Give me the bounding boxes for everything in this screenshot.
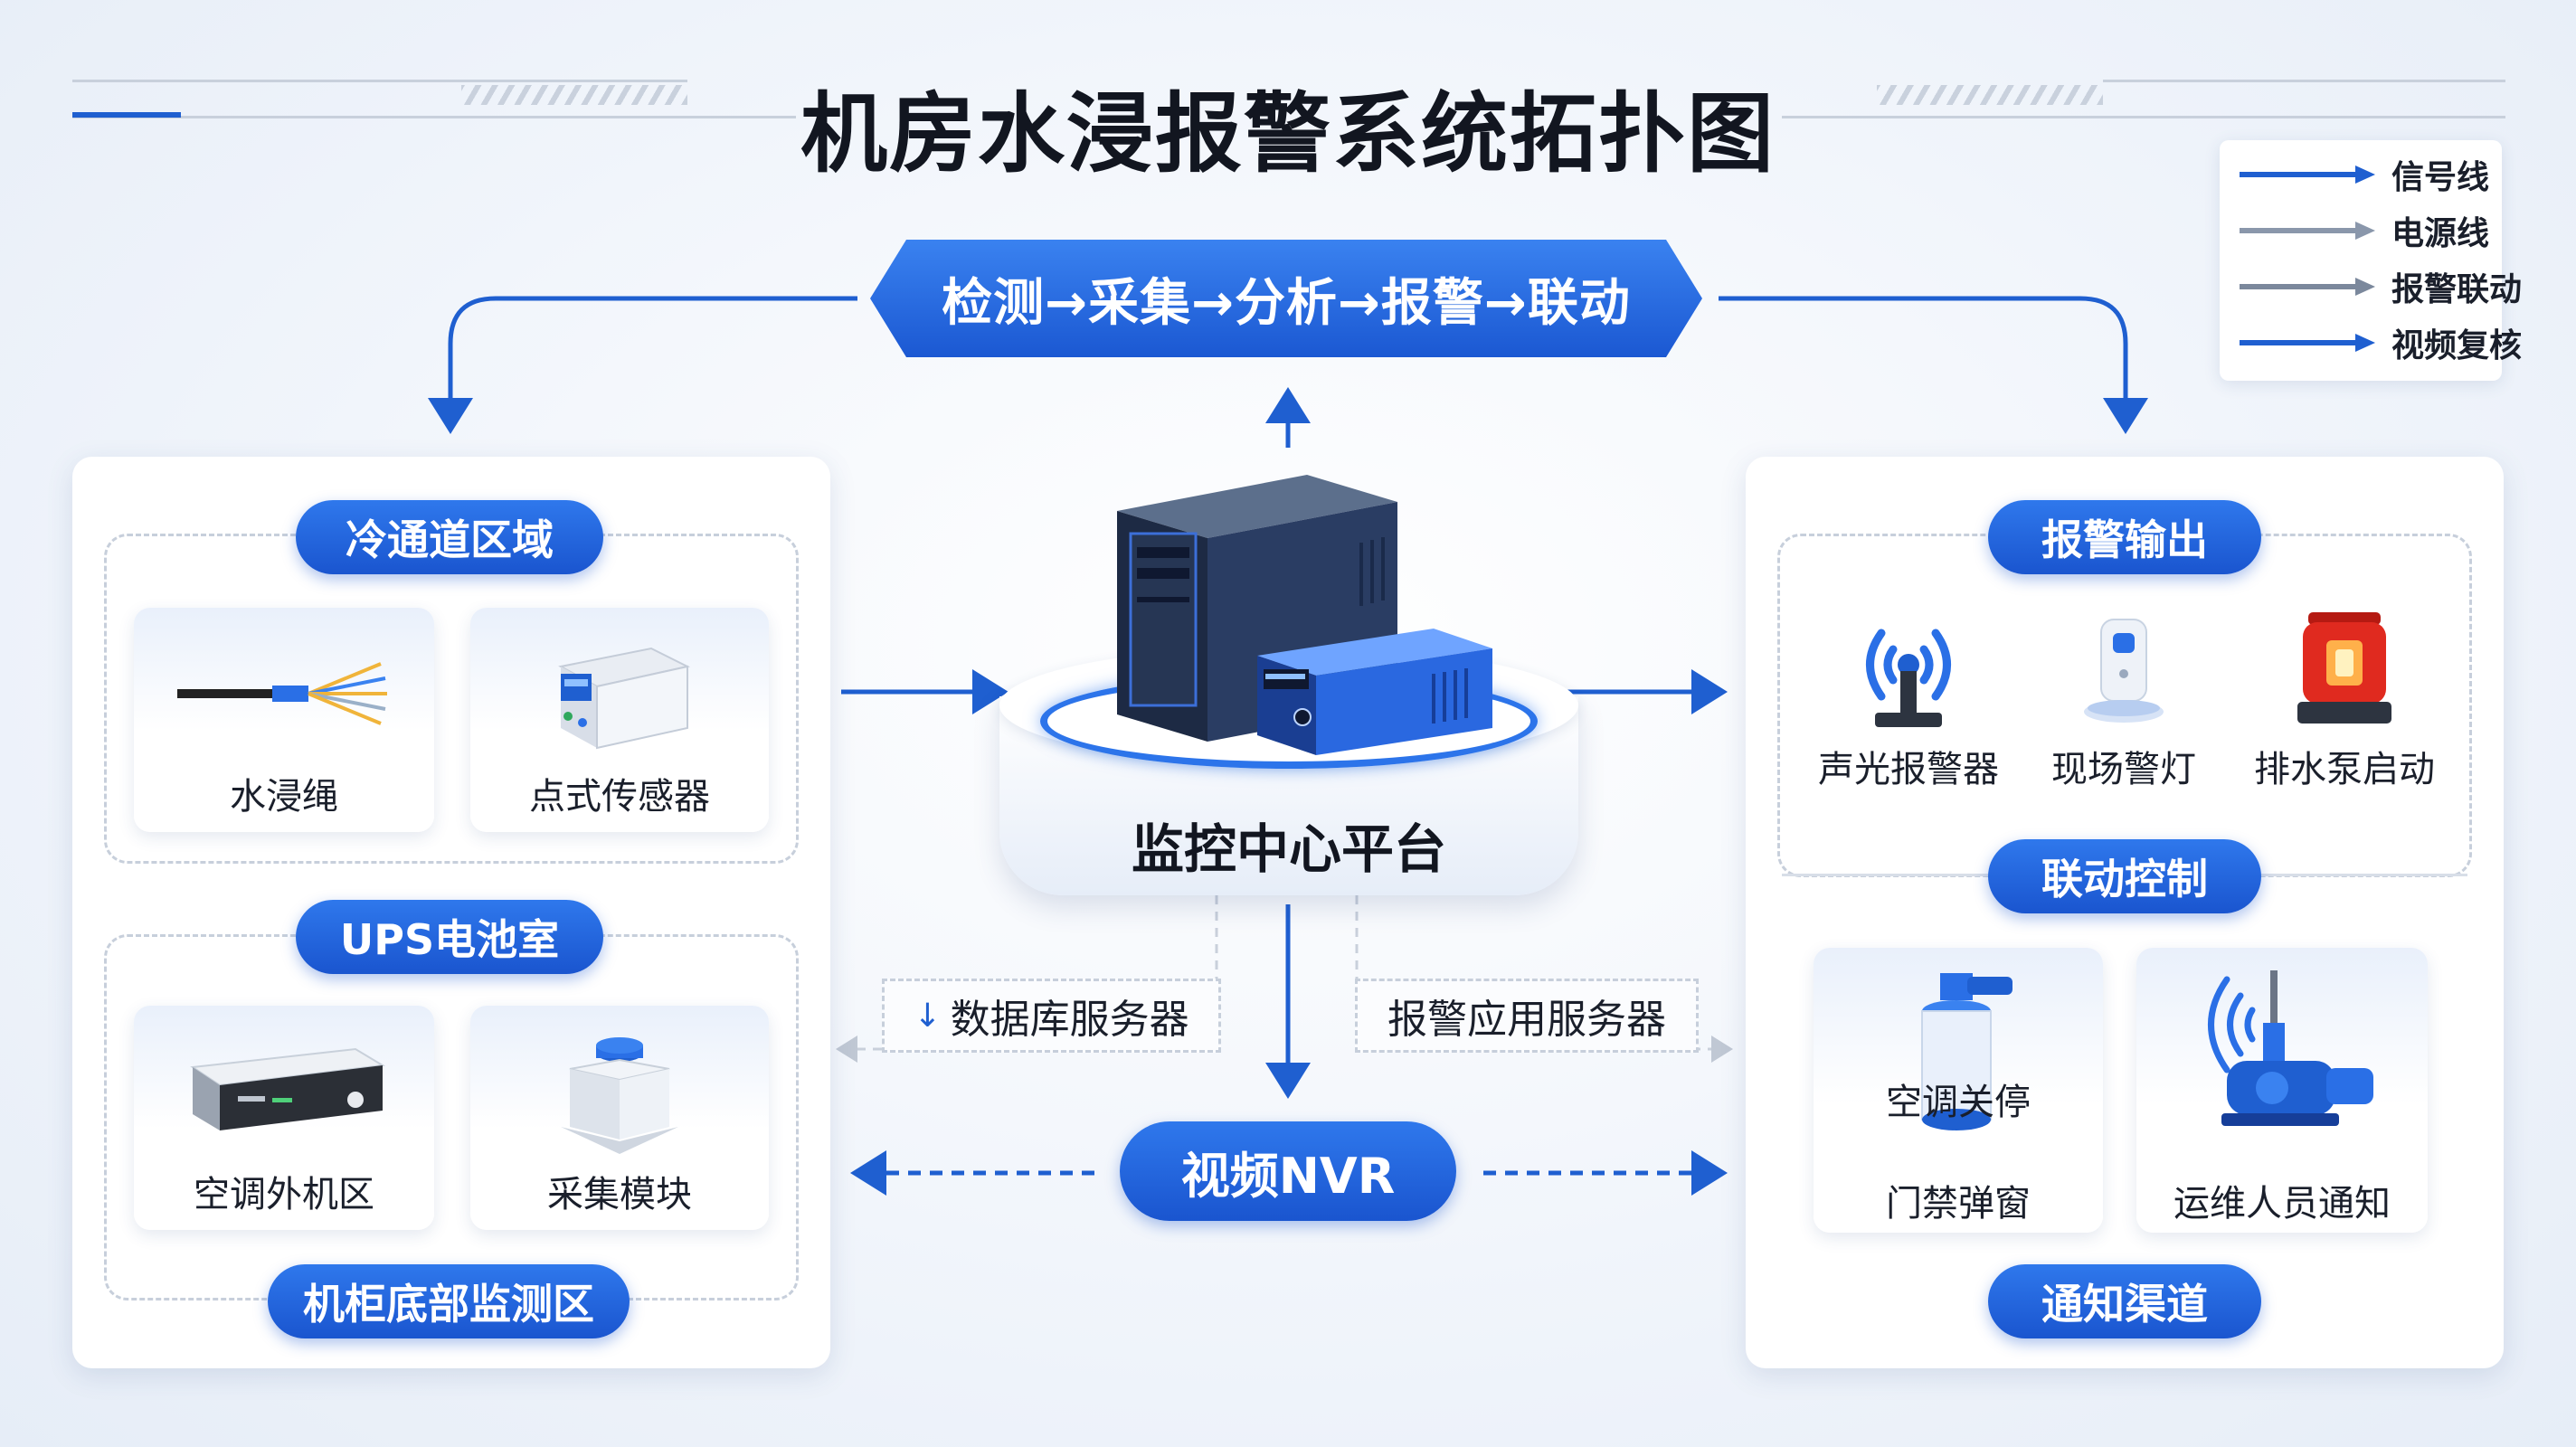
- output-label-drain-pump: 排水泵启动: [2254, 749, 2435, 790]
- title-deco-hatch-left: [461, 85, 687, 105]
- spot-sensor-device-icon: [558, 647, 690, 750]
- title-deco-accent-left: [72, 112, 181, 118]
- card-label-water-rope: 水浸绳: [230, 776, 338, 818]
- nvr-pill[interactable]: 视频NVR: [1120, 1121, 1456, 1221]
- legend: 信号线 电源线 报警联动 视频复核: [2220, 140, 2522, 381]
- legend-label-video: 视频复核: [2391, 327, 2523, 364]
- nvr-box-device-icon: [1257, 629, 1492, 755]
- legend-item-power: 电源线: [2240, 213, 2489, 252]
- drain-pump-beacon-icon: [2297, 612, 2391, 724]
- card-label-ac-shutdown: 空调关停: [1886, 1082, 2031, 1123]
- card-label-spot-sensor: 点式传感器: [529, 776, 710, 818]
- card-label-acquisition-module: 采集模块: [547, 1174, 692, 1215]
- card-ac-outdoor[interactable]: 空调外机区: [134, 1006, 434, 1230]
- legend-item-video: 视频复核: [2240, 325, 2522, 364]
- water-rope-sensor-icon: [177, 662, 387, 725]
- card-label-ac-outdoor: 空调外机区: [194, 1174, 374, 1215]
- zone-pill-ups-room: UPS电池室: [296, 900, 603, 974]
- alarm-server-box[interactable]: 报警应用服务器: [1355, 979, 1699, 1053]
- card-spot-sensor[interactable]: 点式传感器: [470, 608, 769, 832]
- title-deco-hatch-right: [1877, 85, 2103, 105]
- card-linkage-ops-notify[interactable]: 运维人员通知: [2136, 948, 2428, 1233]
- legend-arrow-signal-icon: [2240, 166, 2375, 184]
- process-banner: 检测→采集→分析→报警→联动: [870, 240, 1702, 357]
- output-label-warning-light: 现场警灯: [2051, 749, 2196, 790]
- wireless-pump-icon: [2208, 970, 2373, 1126]
- card-linkage-ac-door[interactable]: 空调关停 门禁弹窗: [1814, 948, 2103, 1233]
- page-title: 机房水浸报警系统拓扑图: [800, 83, 1776, 184]
- legend-label-alarm-linkage: 报警联动: [2391, 271, 2523, 308]
- zone-pill-cold-aisle: 冷通道区域: [296, 500, 603, 574]
- center-platform-label: 监控中心平台: [1131, 818, 1446, 880]
- card-acquisition-module[interactable]: 采集模块: [470, 1006, 769, 1230]
- zone-pill-linkage-control: 联动控制: [1988, 839, 2261, 913]
- legend-label-signal: 信号线: [2391, 159, 2490, 196]
- legend-arrow-video-icon: [2240, 334, 2375, 352]
- card-label-door-popup: 门禁弹窗: [1886, 1183, 2031, 1225]
- legend-item-signal: 信号线: [2240, 156, 2489, 196]
- audible-visual-alarm-icon: [1866, 629, 1951, 727]
- title-deco-line-left: [72, 116, 796, 118]
- alarm-server-label: 报警应用服务器: [1387, 997, 1666, 1043]
- zone-pill-cabinet-bottom: 机柜底部监测区: [268, 1264, 630, 1338]
- zone-pill-notify-channel: 通知渠道: [1988, 1264, 2261, 1338]
- card-water-rope[interactable]: 水浸绳: [134, 608, 434, 832]
- acquisition-module-icon: [561, 1037, 678, 1154]
- legend-arrow-power-icon: [2240, 222, 2375, 240]
- db-server-label: 数据库服务器: [950, 997, 1189, 1043]
- title-deco-line-left-top: [72, 80, 687, 82]
- output-label-audible-alarm: 声光报警器: [1818, 749, 1999, 790]
- site-warning-light-icon: [2084, 619, 2164, 723]
- legend-arrow-alarm-icon: [2240, 278, 2375, 296]
- legend-item-alarm-linkage: 报警联动: [2240, 269, 2522, 308]
- ac-outdoor-unit-icon: [190, 1047, 386, 1130]
- card-label-ops-notify: 运维人员通知: [2174, 1183, 2391, 1225]
- db-server-box[interactable]: ↓ 数据库服务器: [882, 979, 1221, 1053]
- zone-pill-alarm-output: 报警输出: [1988, 500, 2261, 574]
- legend-label-power: 电源线: [2391, 215, 2490, 252]
- title-deco-line-right-top: [2103, 80, 2505, 82]
- title-deco-line-right: [1782, 116, 2505, 118]
- db-server-marker-icon: ↓: [914, 997, 942, 1035]
- water-valve-icon: [1921, 973, 2012, 1130]
